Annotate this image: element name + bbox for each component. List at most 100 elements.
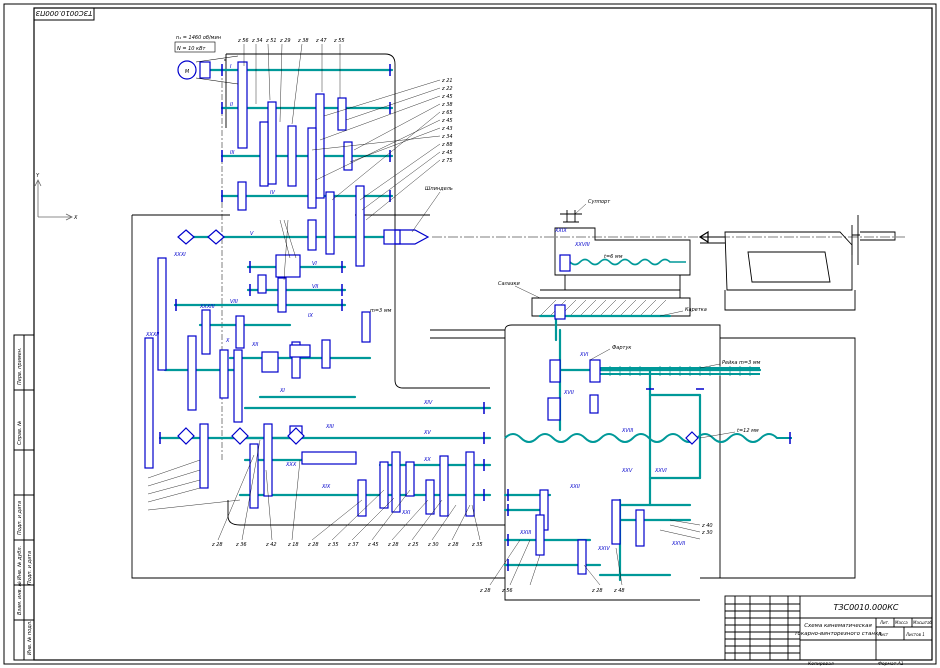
shaft-label: XXIV <box>597 546 610 552</box>
bearings <box>159 64 791 571</box>
shaft-label: XII <box>251 342 259 348</box>
stamp-title-1: Схема кинематическая <box>804 623 872 629</box>
apron-label: Фартук <box>612 345 631 351</box>
gear-label-bottom: z 25 <box>407 542 419 548</box>
housing-outlines <box>131 53 896 601</box>
shaft-label: XVI <box>579 352 589 358</box>
gear-label-right: z 34 <box>441 134 453 140</box>
shaft-label: XXIII <box>519 530 532 536</box>
cross-screw <box>559 258 686 266</box>
shaft-label: XVII <box>563 390 574 396</box>
gear-label-top: z 34 <box>251 38 263 44</box>
shaft-label: XV <box>423 430 431 436</box>
gear-label-right: z 45 <box>441 94 453 100</box>
shaft-label: XIX <box>321 484 331 490</box>
shaft-label: VII <box>312 284 319 290</box>
shaft-labels: I II III IV V VI VII VIII IX X XI XII XI… <box>145 64 686 552</box>
shaft-label: XXVI <box>654 468 667 474</box>
gear-label-right: z 65 <box>441 110 453 116</box>
shaft-label: XXII <box>569 484 580 490</box>
left-side-strip-labels: Перв. примен. Справ. № Подп. и дата Инв.… <box>17 347 33 655</box>
shaft-label: XXXIII <box>199 304 215 310</box>
stamp-mass: Масса <box>895 620 908 625</box>
cross-slide-label: Салазки <box>498 281 520 287</box>
spindle-chuck <box>394 229 709 245</box>
gear-label-top: z 47 <box>315 38 327 44</box>
strip-label-2: Справ. № <box>17 421 23 445</box>
screw-t6-label: t=6 мм <box>604 254 623 260</box>
gear-label-bottom: z 28 <box>307 542 319 548</box>
gear-label-top: z 38 <box>297 38 309 44</box>
gear-label-bottom: z 36 <box>235 542 247 548</box>
gear-label-bottom: z 28 <box>447 542 459 548</box>
shaft-label: X <box>225 338 230 344</box>
stamp-lit: Лит. <box>879 620 889 625</box>
gear-label-br: z 28 <box>591 588 603 594</box>
gear-label-br: z 28 <box>479 588 491 594</box>
shaft-label: XXV <box>621 468 633 474</box>
gear-label-bottom: z 30 <box>427 542 439 548</box>
motor-power-label: N = 10 кВт <box>177 46 207 52</box>
shaft-label: XXXII <box>145 332 160 338</box>
gear-labels-bottom-right: z 28 z 56 z 28 z 48 z 40 z 30 <box>479 523 713 594</box>
shafts <box>158 68 762 582</box>
gear-label-bottom: z 35 <box>471 542 483 548</box>
shaft-label: IX <box>308 313 313 319</box>
shaft-label: XXIX <box>554 228 567 234</box>
gear-label-right: z 21 <box>441 78 453 84</box>
motor <box>174 41 216 80</box>
shaft-label: XI <box>279 388 285 394</box>
shaft-label: I <box>230 64 232 70</box>
strip-label-1: Перв. примен. <box>17 347 23 385</box>
motor-speed-label: n₁ = 1460 об/мин <box>176 35 222 41</box>
gear-labels-bottom: z 28 z 36 z 42 z 18 z 28 z 35 z 37 z 45 … <box>211 542 483 548</box>
gear-label-bottom: z 35 <box>327 542 339 548</box>
gear-label-bottom: z 28 <box>211 542 223 548</box>
gear-label-br: z 48 <box>613 588 625 594</box>
stamp-scale: Масштаб <box>913 620 933 625</box>
shaft-label: XX <box>423 457 431 463</box>
gear-label-br: z 40 <box>701 523 713 529</box>
gear-label-right: z 22 <box>441 86 453 92</box>
motor-symbol: М <box>185 69 190 75</box>
gear-label-bottom: z 18 <box>287 542 299 548</box>
shaft-label: IV <box>270 190 275 196</box>
gear-labels-top: z 56 z 34 z 51 z 29 z 38 z 47 z 55 <box>237 38 345 44</box>
strip-label-5: Взам. инв. № <box>17 581 23 615</box>
gear-label-right: z 43 <box>441 126 453 132</box>
m3-label: m=3 мм <box>370 308 392 314</box>
gear-label-bottom: z 37 <box>347 542 359 548</box>
shaft-label: VIII <box>230 299 238 305</box>
gear-label-right: z 45 <box>441 150 453 156</box>
gear-label-br: z 56 <box>501 588 513 594</box>
strip-label-3: Подп. и дата <box>17 501 23 535</box>
shaft-label: XXVIII <box>574 242 590 248</box>
belt-drive <box>195 55 239 85</box>
callout-labels: Шпиндель Суппорт Салазки Каретка Фартук … <box>370 186 761 434</box>
shaft-label: XIII <box>325 424 334 430</box>
gear-label-top: z 29 <box>279 38 291 44</box>
gear-labels-right: z 21 z 22 z 45 z 38 z 65 z 45 z 43 z 34 … <box>441 78 453 164</box>
gear-label-right: z 38 <box>441 102 453 108</box>
gear-label-br: z 30 <box>701 530 713 536</box>
gear-label-right: z 75 <box>441 158 453 164</box>
strip-label-7: Инв. № подл. <box>27 621 33 656</box>
clutches <box>177 229 699 445</box>
shaft-label: VI <box>312 261 317 267</box>
gear-label-right: z 88 <box>441 142 453 148</box>
spindle-label: Шпиндель <box>425 186 453 192</box>
stamp-sheet: Лист <box>877 632 889 637</box>
carriage-label: Суппорт <box>588 199 611 205</box>
ucs-axis-icon <box>34 179 73 221</box>
shaft-label: XXI <box>401 510 411 516</box>
stamp-doc-code: ТЗС0010.000КС <box>833 603 898 612</box>
shaft-label: XVIII <box>621 428 634 434</box>
axis-x-label: X <box>73 215 78 221</box>
strip-label-6: Подп. и дата <box>27 551 33 585</box>
shaft-label: XXVII <box>671 541 686 547</box>
shaft-label: V <box>250 231 254 237</box>
stamp-title-2: токарно-винторезного станка <box>794 631 882 637</box>
stamp-copied: Копировал <box>808 661 834 667</box>
shaft-label: XIV <box>423 400 433 406</box>
